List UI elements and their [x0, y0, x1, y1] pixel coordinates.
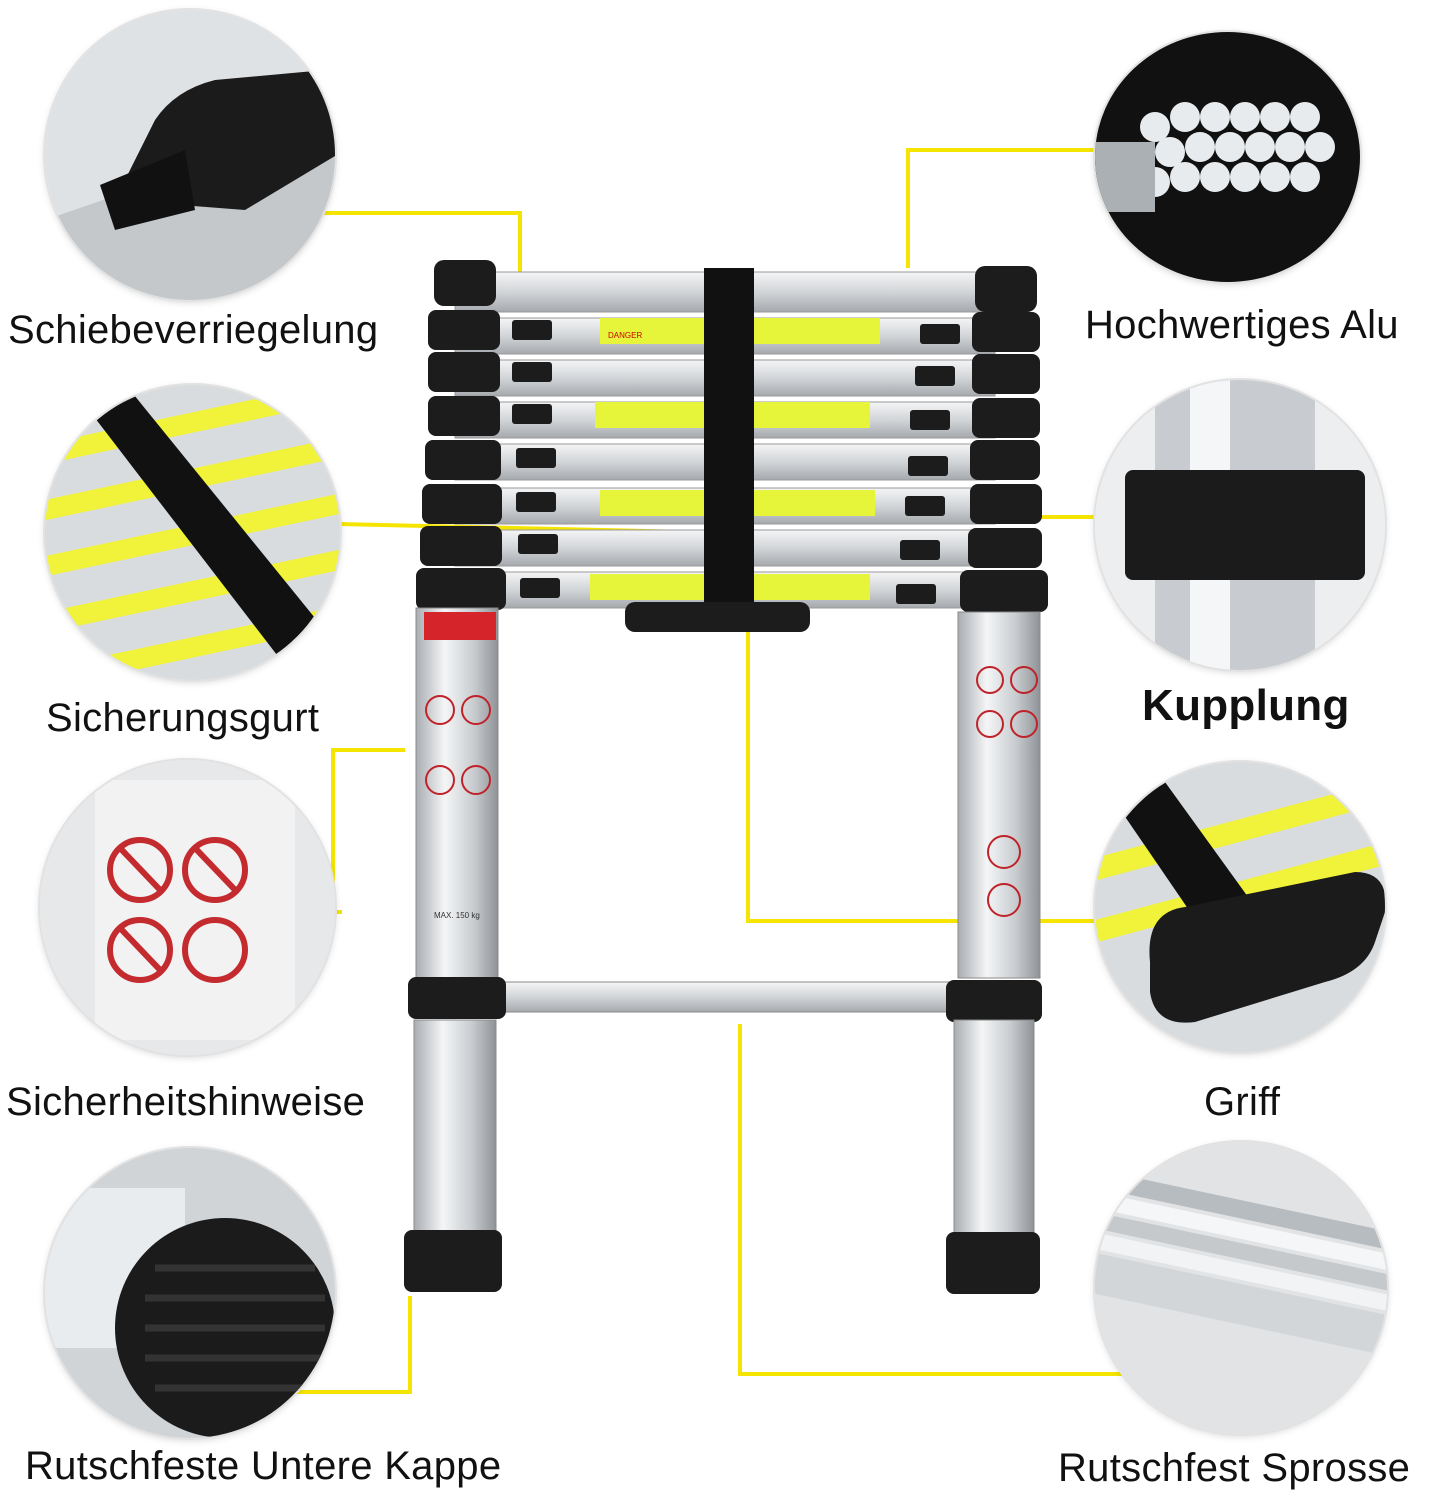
- label-sliding-lock: Schiebeverriegelung: [8, 308, 379, 352]
- safety-strap-band: [704, 268, 754, 608]
- bubble-rung: [1095, 1142, 1387, 1434]
- lock-cap-icon: [45, 10, 335, 300]
- danger-sticker-text: DANGER: [608, 331, 642, 340]
- label-bottom-cap: Rutschfeste Untere Kappe: [25, 1444, 502, 1488]
- rung-profile-icon: [1095, 1142, 1387, 1434]
- bubble-alu: [1095, 32, 1360, 282]
- label-handle: Griff: [1204, 1080, 1281, 1124]
- warning-pictogram-icon: [40, 760, 335, 1055]
- bubble-sliding-lock: [45, 10, 335, 300]
- bubble-safety-strap: [45, 385, 340, 680]
- max-load-text: MAX. 150 kg: [434, 911, 480, 920]
- handle-grip-icon: [1095, 762, 1385, 1052]
- strap-icon: [45, 385, 340, 680]
- label-safety-instructions: Sicherheitshinweise: [6, 1080, 366, 1124]
- callout-line-bottom-cap: [290, 1296, 412, 1394]
- carry-handle: [625, 602, 810, 632]
- label-rung: Rutschfest Sprosse: [1058, 1446, 1411, 1490]
- rubber-foot-icon: [45, 1148, 335, 1438]
- callout-line-rung: [738, 1024, 1130, 1376]
- label-safety-strap: Sicherungsgurt: [46, 696, 320, 740]
- callout-line-safety-instructions: [331, 748, 405, 914]
- bubble-bottom-cap: [45, 1148, 335, 1438]
- label-alu: Hochwertiges Alu: [1085, 303, 1399, 347]
- bubble-handle: [1095, 762, 1385, 1052]
- coupling-sleeve-icon: [1095, 380, 1385, 670]
- bubble-coupling: [1095, 380, 1385, 670]
- bubble-safety-instructions: [40, 760, 335, 1055]
- label-coupling: Kupplung: [1142, 681, 1350, 730]
- aluminium-rods-icon: [1095, 32, 1360, 282]
- callout-line-alu: [906, 148, 1095, 268]
